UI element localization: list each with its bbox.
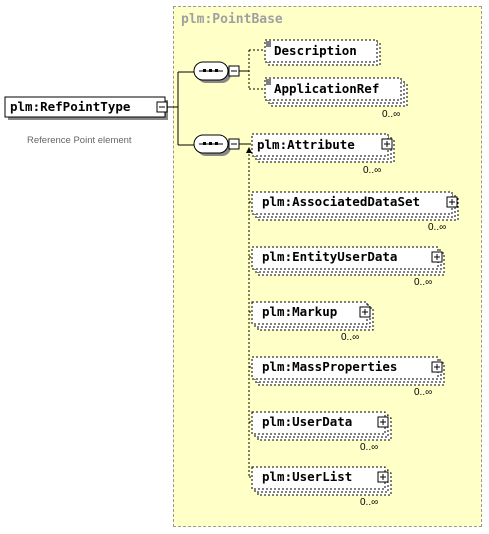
element-box-massproperties[interactable] (251, 356, 445, 386)
element-label-userdata: plm:UserData (262, 414, 353, 429)
element-label-userlist: plm:UserList (262, 469, 353, 484)
element-box-entityuserdata[interactable] (251, 246, 445, 276)
element-label-attribute: plm:Attribute (257, 137, 355, 152)
sequence-compositor-1[interactable] (193, 61, 231, 83)
element-label-description: Description (274, 43, 357, 58)
element-label-markup: plm:Markup (262, 304, 338, 319)
cardinality-userlist: 0..∞ (360, 497, 379, 508)
sequence-1-collapse-toggle[interactable] (228, 65, 240, 77)
root-element-box[interactable] (4, 96, 168, 120)
cardinality-markup: 0..∞ (341, 332, 360, 343)
root-element-label: plm:RefPointType (10, 99, 131, 114)
base-type-title: plm:PointBase (181, 12, 283, 27)
cardinality-userdata: 0..∞ (360, 442, 379, 453)
element-label-entityuserdata: plm:EntityUserData (262, 249, 398, 264)
cardinality-attribute: 0..∞ (363, 165, 382, 176)
element-label-associateddataset: plm:AssociatedDataSet (262, 194, 421, 209)
cardinality-entityuserdata: 0..∞ (414, 277, 433, 288)
cardinality-associateddataset: 0..∞ (428, 222, 447, 233)
element-label-massproperties: plm:MassProperties (262, 359, 398, 374)
element-box-userdata[interactable] (251, 411, 392, 441)
cardinality-applicationref: 0..∞ (382, 109, 401, 120)
element-box-applicationref[interactable] (264, 77, 408, 107)
root-collapse-toggle[interactable] (156, 101, 168, 113)
element-box-markup[interactable] (251, 301, 374, 331)
element-box-description[interactable] (264, 39, 381, 66)
arrow-up-icon (246, 147, 252, 153)
element-box-attribute[interactable] (251, 133, 395, 163)
sequence-compositor-2[interactable] (193, 134, 231, 156)
element-box-associateddataset[interactable] (251, 191, 459, 221)
element-label-applicationref: ApplicationRef (274, 81, 380, 96)
cardinality-massproperties: 0..∞ (414, 387, 433, 398)
root-element-annotation: Reference Point element (27, 135, 132, 146)
sequence-2-collapse-toggle[interactable] (228, 138, 240, 150)
element-box-userlist[interactable] (251, 466, 392, 496)
